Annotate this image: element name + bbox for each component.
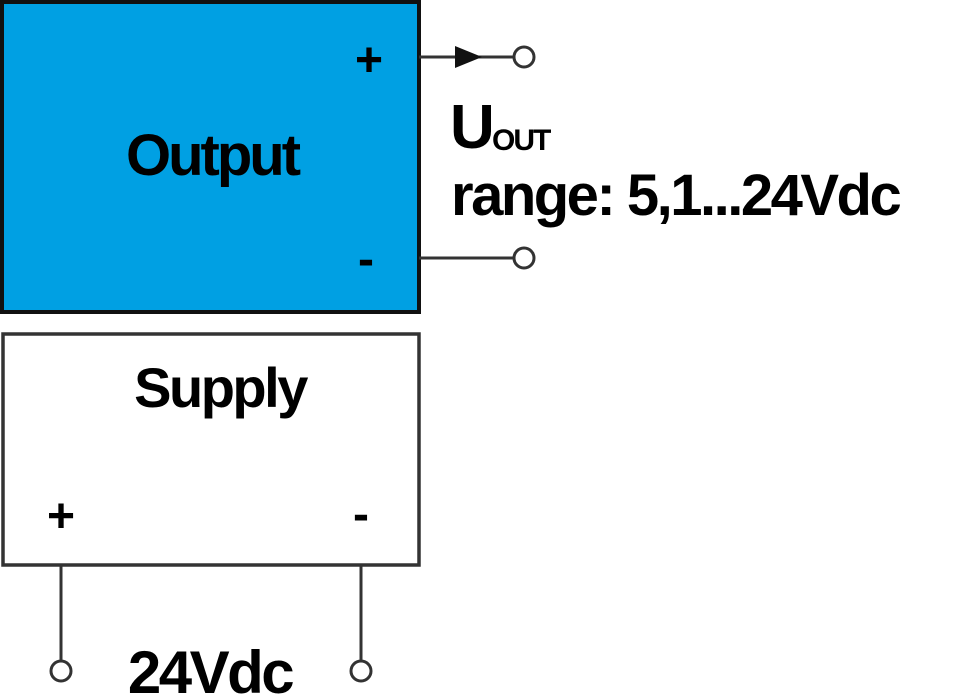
supply-plus-terminal <box>49 659 73 683</box>
output-plus-terminal <box>512 45 536 69</box>
output-block <box>0 0 421 314</box>
output-plus-terminal-label: + <box>355 34 383 87</box>
supply-block <box>1 332 421 567</box>
supply-block-label: Supply <box>134 356 308 419</box>
supply-voltage-label: 24Vdc <box>128 639 293 695</box>
output-range-label: range: 5,1...24Vdc <box>451 163 900 228</box>
output-minus-terminal <box>512 246 536 270</box>
arrow-icon <box>455 46 482 68</box>
supply-minus-terminal-label: - <box>353 488 369 541</box>
uout-subscript: OUT <box>492 124 551 157</box>
output-block-label: Output <box>126 123 301 188</box>
uout-symbol: U <box>450 93 495 162</box>
supply-plus-terminal-label: + <box>47 490 75 543</box>
supply-minus-terminal <box>349 659 373 683</box>
output-minus-terminal-label: - <box>358 233 374 286</box>
